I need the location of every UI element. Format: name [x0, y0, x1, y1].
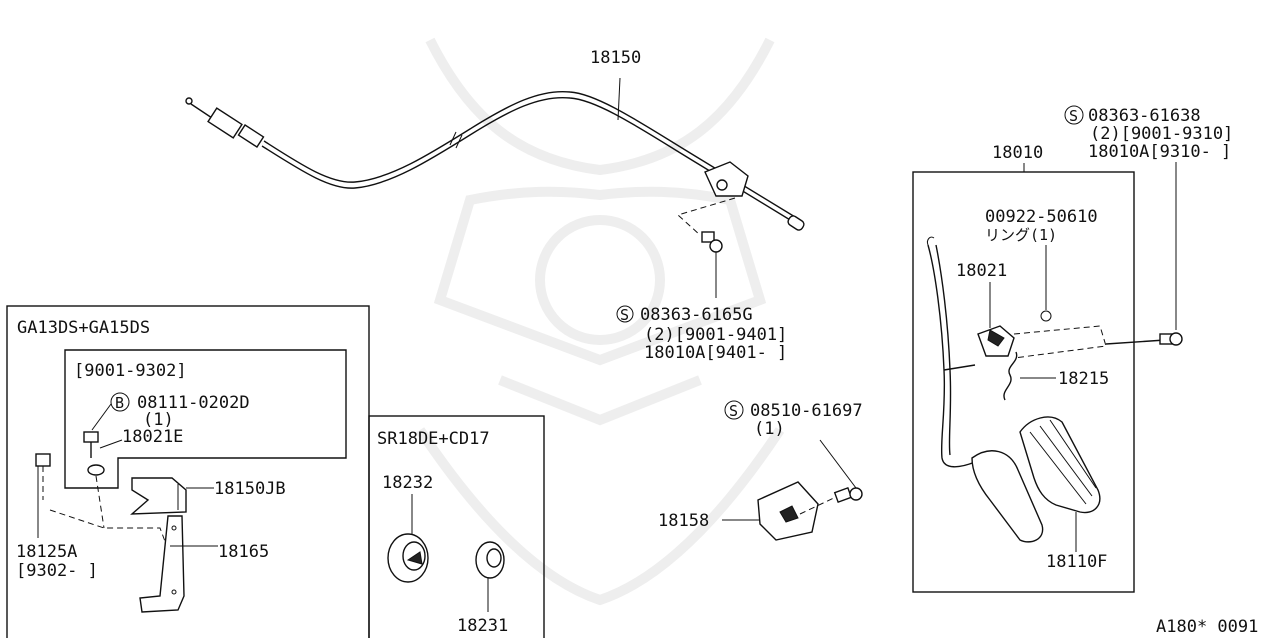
- label-18021e: 18021E: [122, 427, 183, 447]
- box-ga13ds-ga15ds: [6, 305, 370, 638]
- leader-b: [91, 403, 112, 431]
- label-18165: 18165: [218, 542, 269, 562]
- label-00922-sub: リング(1): [985, 226, 1057, 244]
- pedal-pad-18110f: [1019, 416, 1101, 514]
- label-s-mid-qty: (2)[9001-9401]: [644, 325, 787, 345]
- label-18232: 18232: [382, 473, 433, 493]
- label-s-low-qty: (1): [754, 419, 785, 439]
- label-box-ga-inner: [9001-9302]: [74, 361, 187, 381]
- bolt-08363-6165g: [677, 197, 736, 298]
- leader-18021e: [99, 439, 123, 449]
- label-s-top-code: 08363-61638: [1088, 106, 1201, 126]
- s-top-letter: S: [1069, 107, 1078, 125]
- label-18231: 18231: [457, 616, 508, 636]
- pedal-assembly-box: [912, 171, 1135, 593]
- spring-18215: [1003, 351, 1018, 401]
- grommet-18232: [387, 533, 429, 583]
- label-s-top-qty: (2)[9001-9310]: [1090, 124, 1233, 144]
- label-18150: 18150: [590, 48, 641, 68]
- label-18215: 18215: [1058, 369, 1109, 389]
- label-18021: 18021: [956, 261, 1007, 281]
- s-mid-letter: S: [620, 306, 629, 324]
- footer-code: A180* 0091: [1156, 617, 1258, 637]
- leader-18150: [617, 77, 621, 121]
- label-box-sr: SR18DE+CD17: [377, 429, 490, 449]
- watermark-emblem: [415, 37, 785, 606]
- b-letter: B: [115, 394, 124, 412]
- stopper-18158: [757, 481, 863, 541]
- label-18010: 18010: [992, 143, 1043, 163]
- label-b-qty: (1): [143, 410, 174, 430]
- s-symbol-mid: S: [616, 305, 634, 324]
- box-sr18de-cd17: [368, 415, 545, 638]
- bolt-08111: [83, 431, 99, 458]
- leader-s-low: [819, 439, 857, 489]
- pedal-bracket-18021: [977, 325, 1183, 359]
- label-box-ga: GA13DS+GA15DS: [17, 318, 150, 338]
- accelerator-pedal-arm: [927, 236, 1044, 543]
- b-symbol: B: [110, 392, 130, 412]
- box-9001-9302: [64, 349, 347, 489]
- grommet-18231: [475, 541, 505, 579]
- label-s-top-alt: 18010A[9310- ]: [1088, 142, 1231, 162]
- label-s-low-code: 08510-61697: [750, 401, 863, 421]
- label-00922: 00922-50610: [985, 207, 1098, 227]
- label-18110f: 18110F: [1046, 552, 1107, 572]
- s-symbol-low: S: [724, 400, 744, 420]
- s-low-letter: S: [729, 402, 738, 420]
- bolt-18125a: [35, 453, 167, 545]
- label-b-code: 08111-0202D: [137, 393, 250, 413]
- ring-00922: [1040, 310, 1052, 322]
- lever-18165: [139, 515, 185, 613]
- label-s-mid-alt: 18010A[9401- ]: [644, 343, 787, 363]
- label-18158: 18158: [658, 511, 709, 531]
- label-18125a: 18125A: [16, 542, 77, 562]
- label-18125a-range: [9302- ]: [16, 561, 98, 581]
- s-symbol-top: S: [1064, 105, 1084, 125]
- throttle-cable-18150: [185, 90, 805, 231]
- label-s-mid-code: 08363-6165G: [640, 305, 753, 325]
- washer-18021e: [87, 464, 105, 476]
- bracket-18150jb: [130, 477, 187, 515]
- label-18150jb: 18150JB: [214, 479, 286, 499]
